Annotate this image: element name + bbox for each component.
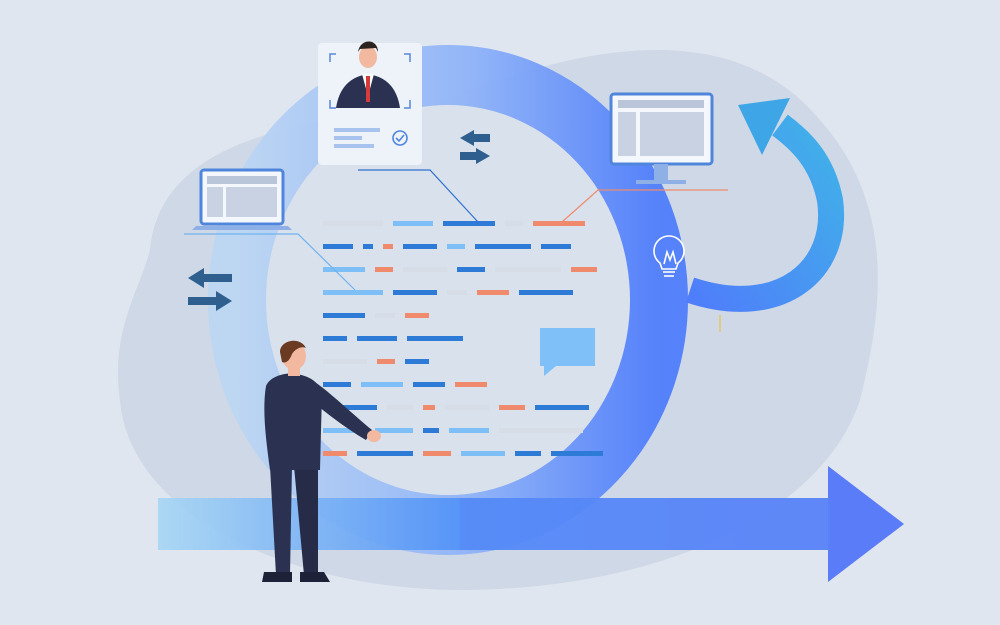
code-lines: [323, 221, 603, 456]
chat-bubble-icon: [540, 328, 595, 376]
code-dash: [323, 244, 353, 249]
code-dash: [393, 290, 437, 295]
code-dash: [551, 451, 603, 456]
code-dash: [413, 382, 445, 387]
code-dash: [357, 336, 397, 341]
profile-card-icon: [318, 41, 422, 165]
businessman-figure: [262, 340, 381, 582]
code-dash: [393, 221, 433, 226]
code-dash: [403, 244, 437, 249]
code-dash: [423, 428, 439, 433]
code-dash: [323, 428, 365, 433]
code-dash: [535, 405, 589, 410]
code-dash: [445, 405, 489, 410]
exchange-arrows-icon: [460, 130, 490, 164]
code-dash: [499, 405, 525, 410]
code-dash: [323, 290, 383, 295]
code-dash: [357, 451, 413, 456]
code-dash: [323, 267, 365, 272]
code-dash: [403, 267, 447, 272]
code-dash: [383, 244, 393, 249]
code-dash: [423, 405, 435, 410]
code-dash: [375, 267, 393, 272]
code-dash: [443, 221, 495, 226]
code-dash: [387, 405, 413, 410]
code-dash: [519, 290, 573, 295]
code-dash: [515, 451, 541, 456]
code-dash: [323, 451, 347, 456]
code-dash: [361, 382, 403, 387]
code-dash: [363, 244, 373, 249]
lightbulb-icon: [653, 235, 685, 277]
code-dash: [505, 221, 523, 226]
code-dash: [455, 382, 487, 387]
code-dash: [495, 267, 561, 272]
code-dash: [461, 451, 505, 456]
code-dash: [323, 382, 351, 387]
laptop-icon: [192, 168, 292, 230]
code-dash: [323, 313, 365, 318]
code-dash: [533, 221, 585, 226]
code-dash: [375, 428, 413, 433]
code-dash: [377, 359, 395, 364]
code-dash: [405, 313, 429, 318]
code-dash: [447, 290, 467, 295]
connector-lines: [184, 169, 728, 291]
code-dash: [323, 405, 377, 410]
code-dash: [447, 244, 465, 249]
desktop-monitor-icon: [609, 92, 714, 184]
code-dash: [323, 221, 383, 226]
code-dash: [477, 290, 509, 295]
code-dash: [423, 451, 451, 456]
exchange-arrows-icon-left: [188, 268, 232, 311]
code-dash: [475, 244, 531, 249]
code-dash: [323, 336, 347, 341]
code-dash: [571, 267, 597, 272]
code-dash: [541, 244, 571, 249]
curved-return-arrow-icon: [685, 98, 845, 312]
code-dash: [405, 359, 429, 364]
code-dash: [407, 336, 463, 341]
code-dash: [499, 428, 583, 433]
code-dash: [457, 267, 485, 272]
code-dash: [375, 313, 395, 318]
code-dash: [323, 359, 367, 364]
forward-arrow-icon: [158, 466, 904, 582]
code-dash: [449, 428, 489, 433]
